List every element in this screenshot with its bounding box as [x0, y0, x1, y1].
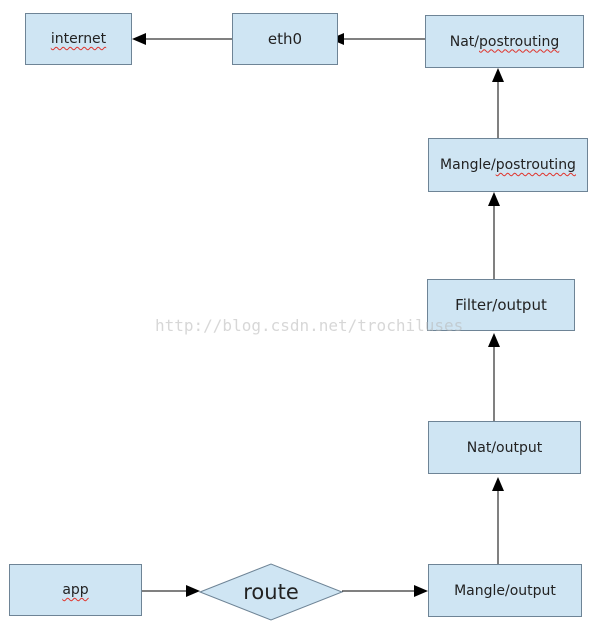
node-filter-output: Filter/output — [427, 279, 575, 331]
node-mangle-output: Mangle/output — [428, 564, 582, 617]
node-nat-output-label: Nat/output — [466, 439, 543, 456]
node-route: route — [200, 563, 342, 620]
edge-nat-postrouting-to-eth0 — [330, 33, 425, 45]
node-internet: internet — [25, 13, 132, 65]
node-nat-postrouting-rest: postrouting — [479, 33, 560, 50]
node-nat-output: Nat/output — [428, 421, 581, 474]
route-diamond — [198, 563, 344, 621]
node-mangle-postrouting-label: Mangle/postrouting — [440, 157, 576, 173]
node-app: app — [9, 564, 142, 616]
watermark-text: http://blog.csdn.net/trochiluses — [155, 316, 464, 335]
node-eth0-label: eth0 — [267, 30, 303, 48]
edge-nat-output-to-filter-output — [488, 333, 500, 421]
edge-mangle-output-to-nat-output — [492, 477, 504, 564]
node-route-label: route — [243, 579, 299, 604]
edge-mangle-postrouting-to-nat-postrouting — [492, 68, 504, 138]
node-mangle-postrouting-prefix: Mangle/ — [440, 157, 496, 173]
edge-app-to-route — [142, 585, 200, 597]
node-mangle-postrouting-rest: postrouting — [495, 157, 576, 173]
node-nat-postrouting: Nat/postrouting — [425, 15, 584, 68]
node-nat-postrouting-prefix: Nat/ — [449, 33, 479, 50]
node-internet-label: internet — [50, 31, 107, 47]
edge-filter-output-to-mangle-postrouting — [488, 192, 500, 279]
node-nat-postrouting-label: Nat/postrouting — [450, 34, 560, 50]
node-mangle-output-label: Mangle/output — [454, 582, 556, 599]
node-eth0: eth0 — [232, 13, 338, 65]
node-mangle-postrouting: Mangle/postrouting — [428, 138, 588, 192]
node-app-label: app — [62, 582, 89, 598]
edge-route-to-mangle-output — [342, 585, 428, 597]
node-filter-output-label: Filter/output — [455, 296, 547, 314]
edge-eth0-to-internet — [132, 33, 232, 45]
